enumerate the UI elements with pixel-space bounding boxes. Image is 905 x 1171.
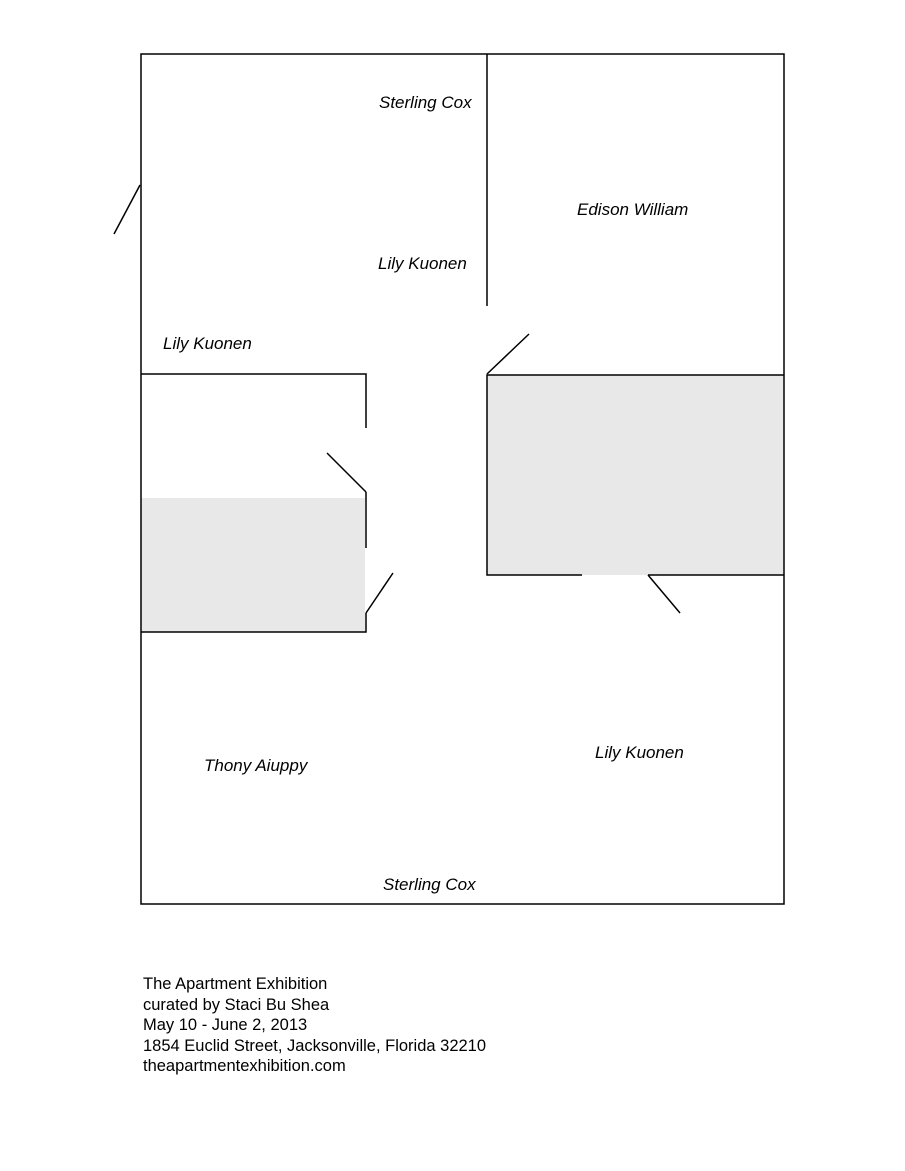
left-room-bottom-wall (141, 613, 367, 633)
exhibition-address: 1854 Euclid Street, Jacksonville, Florid… (143, 1036, 487, 1055)
label-lower-left-room: Thony Aiuppy (204, 756, 309, 775)
label-bottom-center: Sterling Cox (383, 875, 476, 894)
shaded-area-left (141, 498, 365, 632)
left-room-door-upper (326, 452, 367, 493)
label-left-hallway: Lily Kuonen (163, 334, 252, 353)
right-room-door-upper (486, 333, 530, 375)
exhibition-title: The Apartment Exhibition (143, 975, 328, 993)
outer-wall (140, 53, 785, 905)
label-lower-right-room: Lily Kuonen (595, 743, 684, 762)
right-room-top-left-wall (486, 374, 784, 576)
right-room-door-lower (647, 574, 681, 614)
label-top-center: Sterling Cox (379, 93, 472, 112)
shaded-area-right (487, 375, 784, 575)
label-upper-left-room: Lily Kuonen (378, 254, 467, 273)
exhibition-website: theapartmentexhibition.com (143, 1057, 346, 1075)
exhibition-curator: curated by Staci Bu Shea (143, 995, 330, 1014)
exhibition-dates: May 10 - June 2, 2013 (143, 1016, 308, 1034)
exterior-door-left (113, 184, 141, 235)
left-room-door-lower (365, 572, 394, 614)
left-room-top-wall (141, 373, 367, 428)
exhibition-info: The Apartment Exhibition curated by Stac… (143, 974, 486, 1077)
label-upper-right-room: Edison William (577, 200, 688, 219)
